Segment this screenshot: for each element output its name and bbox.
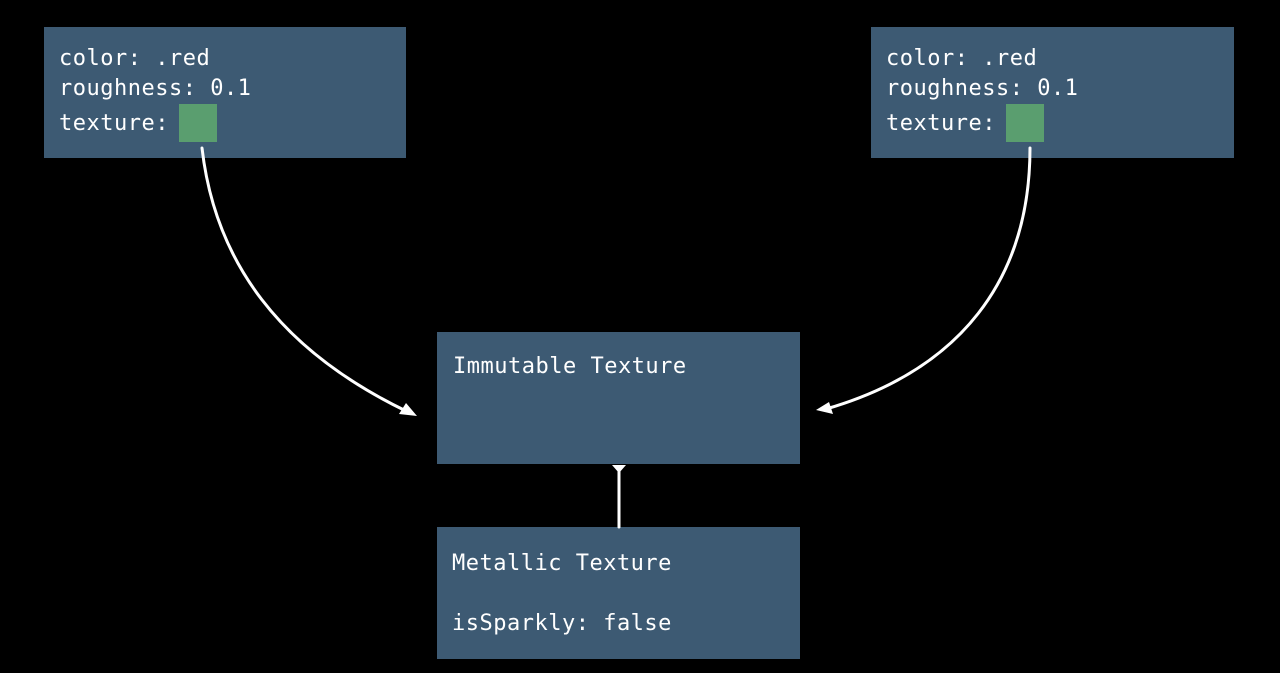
is-sparkly-property: isSparkly: false xyxy=(452,611,672,636)
right-texture-reference-arrow xyxy=(824,146,1032,411)
metallic-texture-box: Metallic Texture isSparkly: false xyxy=(437,527,800,659)
metallic-texture-title: Metallic Texture xyxy=(452,551,672,576)
right-arrowhead-icon xyxy=(816,402,833,414)
inheritance-arrowhead-icon xyxy=(612,465,626,473)
left-arrowhead-icon xyxy=(399,403,417,416)
immutable-texture-title: Immutable Texture xyxy=(453,354,687,379)
texture-swatch-icon xyxy=(1005,104,1044,142)
color-property: color: .red xyxy=(886,46,1038,71)
blank-line xyxy=(452,579,800,609)
roughness-property: roughness: 0.1 xyxy=(886,76,1079,101)
material-box-left: color: .red roughness: 0.1 texture: xyxy=(44,27,406,158)
color-property: color: .red xyxy=(59,46,211,71)
texture-swatch-icon xyxy=(178,104,217,142)
immutable-texture-box: Immutable Texture xyxy=(437,332,800,464)
roughness-property: roughness: 0.1 xyxy=(59,76,252,101)
material-box-right: color: .red roughness: 0.1 texture: xyxy=(871,27,1234,158)
left-texture-reference-arrow xyxy=(200,146,408,413)
texture-label: texture: xyxy=(59,111,169,136)
texture-property: texture: xyxy=(886,104,1234,142)
texture-label: texture: xyxy=(886,111,996,136)
texture-property: texture: xyxy=(59,104,406,142)
